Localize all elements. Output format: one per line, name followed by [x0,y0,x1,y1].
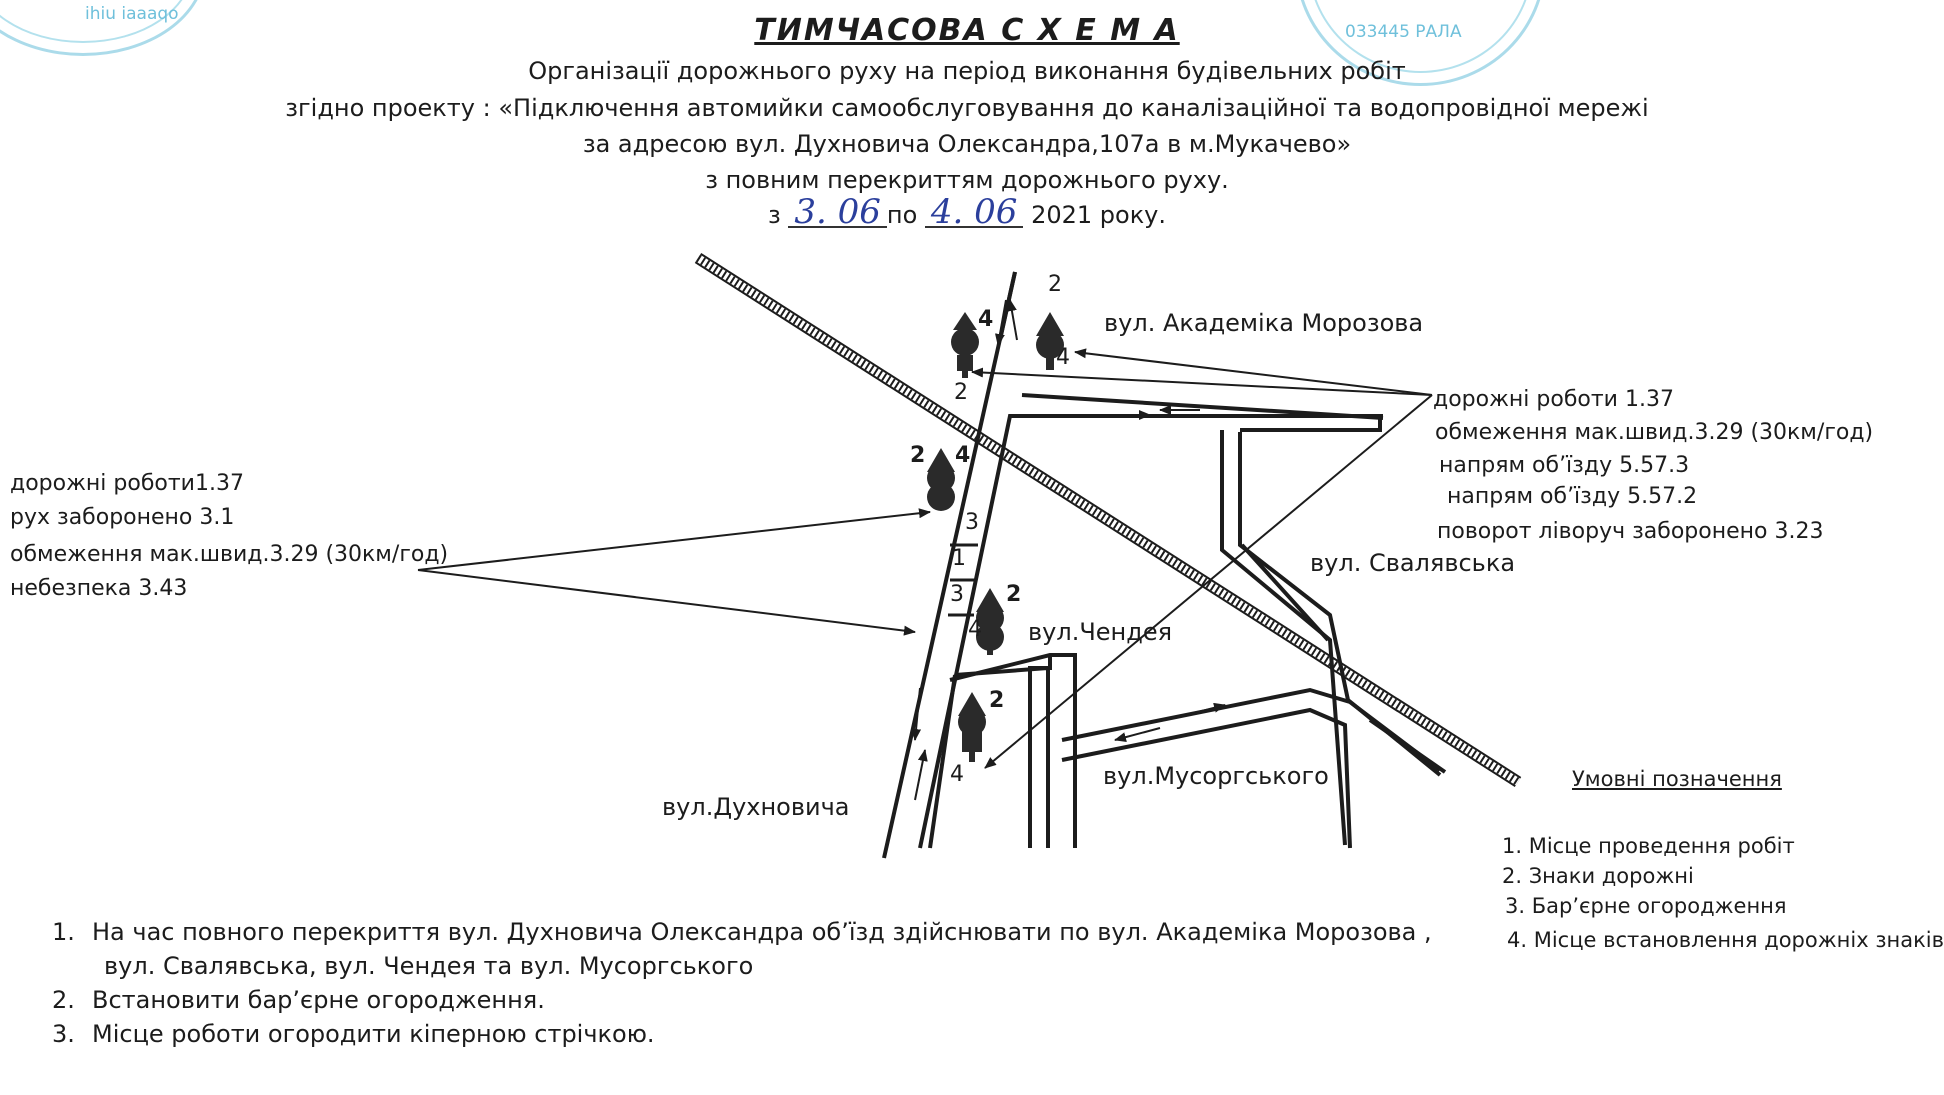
dukhnovycha-east-top [998,271,1017,341]
map-number-4-bottom: 4 [950,762,964,787]
left-label-speed-limit: обмеження мак.швид.3.29 (30км/год) [10,542,449,567]
legend-item-2: 2. Знаки дорожні [1502,864,1694,888]
right-label-detour-1: напрям об’їзду 5.57.3 [1439,453,1690,478]
date-from-handwritten: 3. 06 [788,195,887,229]
note-item: вул. Свалявська, вул. Чендея та вул. Мус… [52,949,1504,983]
arrow-south-dukhnovycha-lower [911,687,922,741]
header-line-2: згідно проекту : «Підключення автомийки … [285,94,1649,122]
note-item: 3. Місце роботи огородити кіперною стрічк… [52,1017,1492,1051]
callout-lines [417,348,1433,769]
left-label-roadworks: дорожні роботи1.37 [10,471,244,496]
road-sign-symbols [927,312,1064,762]
stamp-left-text: ihiu iaaaqo [85,4,179,24]
traffic-direction-arrows [911,299,1226,801]
map-number-4-mid: 4 [955,443,971,468]
arrow-north-dukhnovycha-lower [914,749,928,801]
header-line-1: Організації дорожнього руху на період ви… [528,57,1406,85]
street-name-chendeia: вул.Чендея [1028,618,1173,646]
notes-list: 1. На час повного перекриття вул. Духнови… [52,915,1504,1051]
barrier-number-3-lower: 3 [950,582,964,607]
street-name-dukhnovycha: вул.Духновича [662,793,850,821]
left-label-danger: небезпека 3.43 [10,576,188,601]
note-text: Місце роботи огородити кіперною стрічкою… [92,1020,655,1048]
musorhskoho-east [1368,718,1447,774]
legend-item-3: 3. Бар’єрне огородження [1505,894,1787,918]
block-south-west [954,665,1050,848]
right-label-detour-2: напрям об’їзду 5.57.2 [1447,484,1698,509]
left-label-no-traffic: рух заборонено 3.1 [10,505,235,530]
legend-item-1: 1. Місце проведення робіт [1502,834,1795,858]
right-label-speed-limit: обмеження мак.швид.3.29 (30км/год) [1435,420,1874,445]
callout-left-upper [417,508,931,571]
sign-top-right [1036,312,1064,370]
sign-middle [927,448,955,511]
map-number-2-mid: 2 [910,443,926,468]
note-item: 2. Встановити бар’єрне огородження. [52,983,1492,1017]
arrow-west-musorhskoho [1114,727,1161,742]
callout-left-lower [417,569,916,636]
dukhnovycha-west-edge [882,271,1017,859]
map-number-2-under: 2 [954,380,968,405]
musorhskoho-south-edge [1061,707,1352,849]
street-name-svaliavska: вул. Свалявська [1310,549,1516,577]
map-number-2-top: 2 [1048,272,1062,297]
header-line-3: за адресою вул. Духновича Олександра,107… [582,130,1352,158]
sign-bottom [958,692,986,762]
right-label-roadworks: дорожні роботи 1.37 [1433,387,1674,412]
header-line-4: з повним перекриттям дорожнього руху. [705,166,1229,194]
road-network [882,271,1447,859]
callout-right-1 [971,367,1433,396]
callout-right-3 [984,394,1433,769]
block-south-west-edge [928,674,957,849]
railway-line [694,252,1522,788]
date-mid: по [886,201,918,229]
chendeia-road [949,653,1077,848]
stamp-right-text: 033445 РАЛА [1345,22,1462,42]
svaliavska-west-edge [1220,430,1347,846]
map-number-2-chendeia: 2 [1006,582,1022,607]
note-text: На час повного перекриття вул. Духновича… [92,918,1432,946]
legend-item-4: 4. Місце встановлення дорожніх знаків [1507,928,1944,952]
map-number-2-bottom: 2 [989,688,1005,713]
barrier-marks [948,543,978,617]
page-title: ТИМЧАСОВА С Х Е М А [754,13,1180,48]
sign-top-left [951,312,979,378]
note-number: 3. [52,1020,75,1048]
note-text: Встановити бар’єрне огородження. [92,986,545,1014]
note-item: 1. На час повного перекриття вул. Духнови… [52,915,1492,949]
work-place-number-1: 1 [952,546,966,571]
svaliavska-link [1240,543,1330,642]
map-number-4-chendeia: 4 [968,617,982,642]
note-text: вул. Свалявська, вул. Чендея та вул. Мус… [104,952,754,980]
date-to-handwritten: 4. 06 [924,195,1024,229]
barrier-number-3-upper: 3 [965,510,979,535]
street-name-musorhskoho: вул.Мусоргського [1103,762,1329,790]
legend-title: Умовні позначення [1572,767,1782,791]
street-name-morozova: вул. Академіка Морозова [1104,309,1424,337]
date-prefix: з [767,201,781,229]
note-number: 1. [52,918,75,946]
arrow-east-musorhskoho [1174,702,1226,719]
map-number-4-top: 4 [978,307,994,332]
callout-right-2 [1074,348,1433,396]
note-number: 2. [52,986,75,1014]
morozova-south-edge [1240,418,1382,432]
arrow-south-dukhnovycha [995,299,1007,346]
sign-chendeia [976,588,1004,655]
arrow-north-dukhnovycha [1006,299,1018,341]
right-label-no-left-turn: поворот ліворуч заборонено 3.23 [1437,519,1824,544]
date-suffix: 2021 року. [1031,201,1167,229]
map-number-4-right: 4 [1056,345,1070,370]
